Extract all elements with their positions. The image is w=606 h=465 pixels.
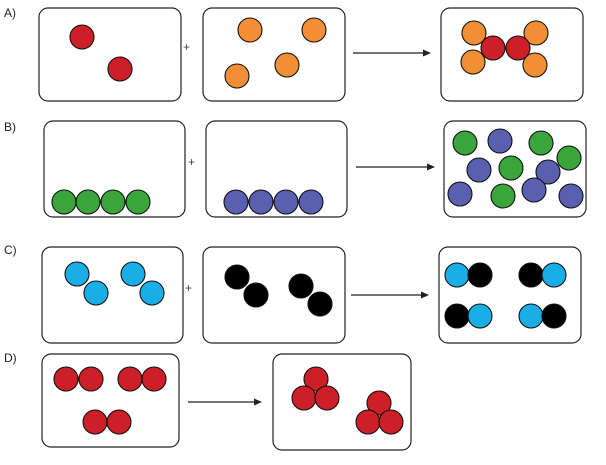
red-particle-d — [378, 409, 404, 435]
blue-particle-b — [558, 183, 584, 209]
blue-particle-b — [298, 189, 324, 215]
blue-particle-b — [521, 177, 547, 203]
cyan-particle-c — [83, 280, 109, 306]
red-particle-a — [107, 56, 133, 82]
box-a-reactant-2 — [202, 7, 346, 102]
box-b-reactant-1 — [43, 120, 186, 218]
cyan-particle-c — [541, 262, 567, 288]
blue-particle-b — [273, 189, 299, 215]
red-particle-d — [314, 385, 340, 411]
red-particle-d — [78, 366, 104, 392]
red-particle-a — [505, 35, 531, 61]
orange-particle-a — [461, 20, 487, 46]
plus-sign-a: + — [183, 40, 190, 54]
orange-particle-a — [522, 52, 548, 78]
red-particle-d — [106, 409, 132, 435]
row-label-a: A) — [4, 6, 16, 20]
black-particle-c — [243, 282, 269, 308]
green-particle-b — [125, 189, 151, 215]
green-particle-b — [100, 189, 126, 215]
box-a-reactant-1 — [38, 7, 182, 102]
black-particle-c — [288, 273, 314, 299]
blue-particle-b — [223, 189, 249, 215]
row-label-b: B) — [4, 120, 16, 134]
orange-particle-a — [224, 63, 250, 89]
orange-particle-a — [301, 17, 327, 43]
cyan-particle-c — [120, 261, 146, 287]
orange-particle-a — [523, 20, 549, 46]
green-particle-b — [556, 145, 582, 171]
red-particle-d — [291, 385, 317, 411]
red-particle-d — [53, 366, 79, 392]
blue-particle-b — [248, 189, 274, 215]
red-particle-d — [141, 366, 167, 392]
red-particle-a — [69, 24, 95, 50]
green-particle-b — [498, 155, 524, 181]
arrowhead-b — [427, 163, 435, 171]
particles-layer — [51, 17, 584, 435]
orange-particle-a — [460, 49, 486, 75]
blue-particle-b — [447, 181, 473, 207]
black-particle-c — [307, 291, 333, 317]
arrowhead-a — [423, 49, 431, 57]
cyan-particle-c — [139, 280, 165, 306]
black-particle-c — [518, 262, 544, 288]
red-particle-d — [82, 409, 108, 435]
orange-particle-a — [274, 52, 300, 78]
cyan-particle-c — [64, 261, 90, 287]
green-particle-b — [51, 189, 77, 215]
red-particle-a — [480, 35, 506, 61]
black-particle-c — [467, 262, 493, 288]
red-particle-d — [303, 366, 329, 392]
green-particle-b — [528, 130, 554, 156]
red-particle-d — [355, 409, 381, 435]
black-particle-c — [541, 303, 567, 329]
green-particle-b — [490, 183, 516, 209]
blue-particle-b — [466, 157, 492, 183]
red-particle-d — [366, 390, 392, 416]
plus-sign-b: + — [188, 155, 195, 169]
cyan-particle-c — [518, 303, 544, 329]
blue-particle-b — [487, 128, 513, 154]
row-label-d: D) — [4, 351, 17, 365]
plus-sign-c: + — [185, 281, 192, 295]
arrowhead-c — [421, 291, 429, 299]
orange-particle-a — [237, 17, 263, 43]
arrowhead-d — [254, 398, 262, 406]
row-label-c: C) — [4, 243, 17, 257]
cyan-particle-c — [467, 303, 493, 329]
black-particle-c — [444, 303, 470, 329]
green-particle-b — [75, 189, 101, 215]
red-particle-d — [117, 366, 143, 392]
cyan-particle-c — [444, 262, 470, 288]
blue-particle-b — [535, 159, 561, 185]
green-particle-b — [452, 130, 478, 156]
box-c-product — [438, 246, 582, 344]
black-particle-c — [224, 264, 250, 290]
